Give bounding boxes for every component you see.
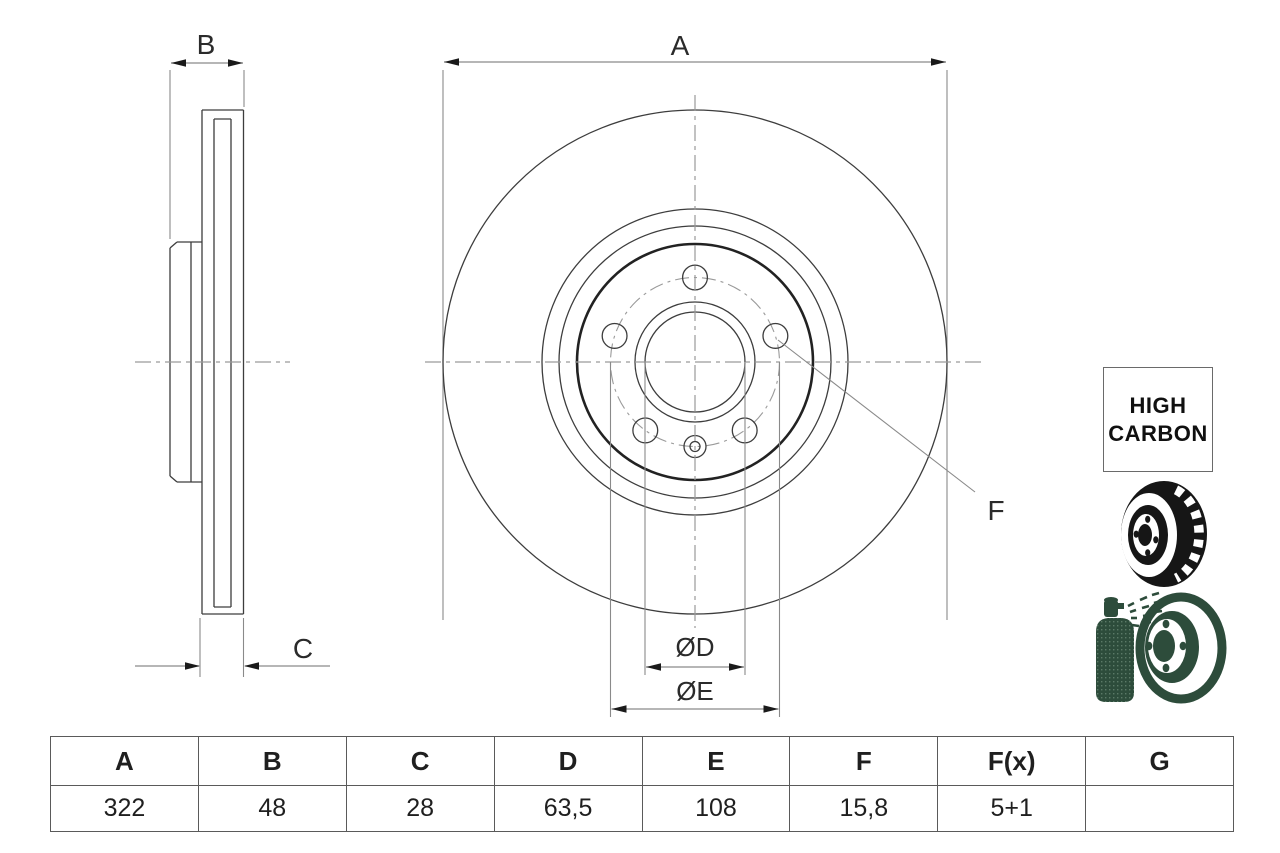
dim-label-e: ØE — [676, 676, 714, 706]
locating-hole-inner — [689, 440, 701, 453]
dim-label-f: F — [987, 495, 1004, 526]
value-a: 322 — [50, 785, 199, 832]
table-header-row: A B C D E F F(x) G — [50, 736, 1234, 786]
drawing-canvas: B C A — [135, 29, 1227, 717]
badge-line1: HIGH — [1129, 393, 1187, 418]
table-value-row: 322 48 28 63,5 108 15,8 5+1 — [50, 785, 1234, 832]
coating-spray-icon — [1096, 591, 1227, 704]
value-e: 108 — [641, 785, 791, 832]
value-f: 15,8 — [789, 785, 939, 832]
col-header-fx: F(x) — [937, 736, 1087, 786]
dimension-c: C — [135, 618, 330, 677]
leader-f: F — [777, 339, 1005, 526]
dimension-e: ØE — [609, 362, 781, 717]
col-header-g: G — [1085, 736, 1234, 786]
spray-can-body — [1096, 618, 1134, 702]
dim-label-c: C — [293, 633, 313, 664]
dim-label-d: ØD — [676, 632, 715, 662]
spray-nozzle — [1117, 603, 1124, 609]
col-header-c: C — [345, 736, 495, 786]
col-header-a: A — [50, 736, 199, 786]
cross-section-view — [169, 109, 245, 615]
spray-can-cap — [1104, 600, 1118, 617]
dimension-spec-table: A B C D E F F(x) G 322 48 28 63,5 108 15… — [50, 736, 1234, 832]
value-fx: 5+1 — [937, 785, 1087, 832]
dimension-b: B — [169, 29, 245, 239]
col-header-b: B — [197, 736, 347, 786]
badge-line2: CARBON — [1108, 420, 1208, 446]
value-b: 48 — [197, 785, 347, 832]
value-d: 63,5 — [493, 785, 643, 832]
dim-label-b: B — [197, 29, 216, 60]
col-header-f: F — [789, 736, 939, 786]
value-g — [1085, 785, 1234, 832]
coated-disc — [1135, 592, 1227, 704]
dimension-d: ØD — [644, 362, 746, 675]
col-header-d: D — [493, 736, 643, 786]
value-c: 28 — [345, 785, 495, 832]
front-view-centerlines — [425, 95, 985, 628]
dim-label-a: A — [671, 30, 690, 61]
bolt-hole — [762, 322, 789, 349]
vented-disc-icon — [1121, 481, 1207, 587]
col-header-e: E — [641, 736, 791, 786]
bolt-hole — [601, 322, 628, 349]
high-carbon-badge: HIGH CARBON — [1103, 367, 1213, 472]
